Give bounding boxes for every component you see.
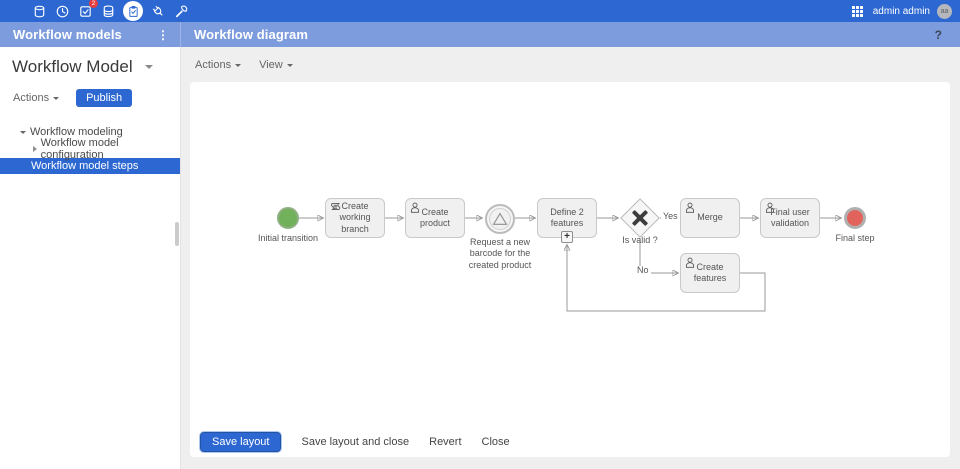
notification-badge: 2 bbox=[89, 0, 98, 8]
tree-item-label: Workflow modeling bbox=[30, 126, 123, 138]
tasks-check-icon[interactable]: 2 bbox=[77, 0, 98, 19]
wrench-icon[interactable] bbox=[173, 3, 189, 19]
node-start[interactable] bbox=[277, 207, 299, 229]
edge-label-yes: Yes bbox=[661, 211, 680, 222]
node-label: Is valid ? bbox=[622, 235, 658, 245]
right-panel-header: Workflow diagram ? bbox=[181, 22, 960, 47]
chevron-down-icon bbox=[286, 63, 293, 67]
user-icon bbox=[684, 201, 696, 214]
chevron-down-icon bbox=[235, 63, 242, 67]
topbar-icon-group: 2 bbox=[31, 0, 189, 21]
node-create-working-branch[interactable]: Create working branch bbox=[325, 198, 385, 238]
user-icon bbox=[764, 201, 776, 214]
node-is-valid-gateway[interactable] bbox=[620, 198, 660, 238]
toolbar-view-dropdown[interactable]: View bbox=[259, 59, 293, 71]
node-create-product[interactable]: Create product bbox=[405, 198, 465, 238]
revert-button[interactable]: Revert bbox=[429, 433, 461, 451]
script-icon bbox=[329, 201, 341, 214]
node-label: Create product bbox=[419, 206, 451, 228]
data-records-icon[interactable] bbox=[100, 3, 116, 19]
user-name[interactable]: admin admin bbox=[872, 5, 930, 17]
collapsed-caret-icon bbox=[32, 146, 37, 152]
node-final-user-validation[interactable]: Final user validation bbox=[760, 198, 820, 238]
node-label: Define 2 features bbox=[550, 206, 584, 228]
topbar-user-area: admin admin aa bbox=[850, 3, 952, 19]
record-title: Workflow Model bbox=[12, 57, 133, 76]
publish-button[interactable]: Publish bbox=[76, 89, 133, 107]
node-label: Create features bbox=[693, 261, 727, 283]
toolbar-actions-dropdown[interactable]: Actions bbox=[195, 59, 242, 71]
node-create-features[interactable]: Create features bbox=[680, 253, 740, 293]
node-label: Merge bbox=[697, 212, 723, 223]
chevron-down-icon bbox=[53, 96, 60, 100]
diagram-connectors bbox=[299, 82, 950, 312]
signal-triangle-icon bbox=[492, 212, 508, 225]
database-icon[interactable] bbox=[31, 3, 47, 19]
edge-label-no: No bbox=[635, 265, 651, 276]
node-signal-barcode[interactable] bbox=[485, 204, 515, 234]
diagram-toolbar: Actions View bbox=[195, 59, 293, 71]
panel-header-bar: Workflow models ⋮ Workflow diagram ? bbox=[0, 22, 960, 47]
right-panel-title: Workflow diagram bbox=[194, 27, 309, 42]
tree-item-workflow-model-steps[interactable]: Workflow model steps bbox=[0, 158, 180, 174]
node-label: Request a new barcode for the created pr… bbox=[468, 237, 532, 270]
left-panel-header: Workflow models ⋮ bbox=[0, 22, 181, 47]
chevron-down-icon[interactable] bbox=[144, 65, 153, 69]
kebab-menu-icon[interactable]: ⋮ bbox=[157, 27, 169, 42]
plug-icon[interactable] bbox=[150, 3, 166, 19]
clock-icon[interactable] bbox=[54, 3, 70, 19]
sidebar-actions-label: Actions bbox=[13, 92, 50, 104]
apps-grid-icon[interactable] bbox=[850, 3, 866, 19]
node-label: Final user validation bbox=[770, 206, 810, 228]
sidebar: Workflow Model Actions Publish Workflow … bbox=[0, 47, 181, 469]
left-panel-title: Workflow models bbox=[13, 27, 122, 42]
node-merge[interactable]: Merge bbox=[680, 198, 740, 238]
diagram-panel: Actions View bbox=[181, 47, 960, 469]
tree-item-workflow-modeling[interactable]: Workflow modeling bbox=[0, 124, 180, 140]
expanded-caret-icon bbox=[20, 130, 26, 134]
help-icon[interactable]: ? bbox=[934, 27, 942, 42]
signal-event-ring bbox=[489, 208, 511, 230]
tree-item-label: Workflow model configuration bbox=[40, 137, 119, 161]
node-define-2-features[interactable]: Define 2 features + bbox=[537, 198, 597, 243]
save-layout-button[interactable]: Save layout bbox=[200, 432, 282, 452]
node-label: Create working branch bbox=[339, 201, 371, 234]
node-label: Initial transition bbox=[257, 233, 319, 243]
workflow-active-icon[interactable] bbox=[123, 1, 143, 21]
toolbar-view-label: View bbox=[259, 59, 283, 71]
node-label: Final step bbox=[835, 233, 875, 243]
workflow-tree: Workflow modeling Workflow model configu… bbox=[0, 124, 180, 174]
tree-item-workflow-model-configuration[interactable]: Workflow model configuration bbox=[0, 137, 180, 161]
save-layout-and-close-button[interactable]: Save layout and close bbox=[301, 433, 409, 451]
sidebar-scrollbar-thumb[interactable] bbox=[175, 222, 179, 246]
toolbar-actions-label: Actions bbox=[195, 59, 232, 71]
user-icon bbox=[684, 256, 696, 269]
top-navigation-bar: 2 admin admin aa bbox=[0, 0, 960, 22]
node-end[interactable] bbox=[844, 207, 866, 229]
tree-item-label: Workflow model steps bbox=[31, 160, 139, 172]
diagram-footer: Save layout Save layout and close Revert… bbox=[200, 432, 510, 452]
gateway-x-icon bbox=[620, 198, 660, 238]
sidebar-actions-dropdown[interactable]: Actions bbox=[13, 92, 60, 104]
subprocess-marker[interactable]: + bbox=[561, 231, 573, 243]
avatar[interactable]: aa bbox=[937, 3, 952, 19]
connector-create-features-loop-to-define bbox=[567, 245, 766, 312]
close-button[interactable]: Close bbox=[482, 433, 510, 451]
user-icon bbox=[409, 201, 421, 214]
